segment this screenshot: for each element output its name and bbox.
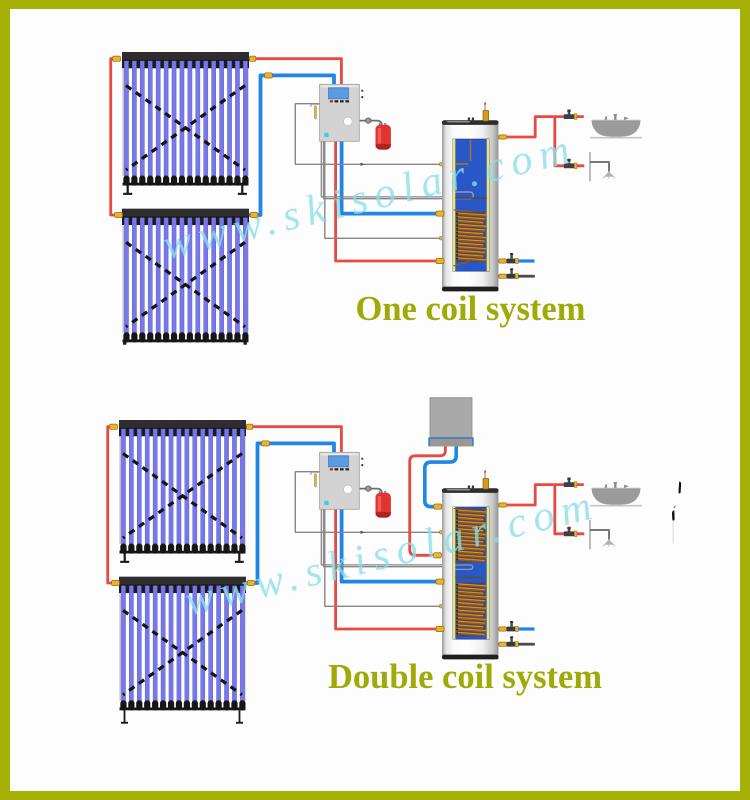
svg-text:One coil system: One coil system [356,290,586,328]
svg-text:Double coil system: Double coil system [328,658,602,696]
